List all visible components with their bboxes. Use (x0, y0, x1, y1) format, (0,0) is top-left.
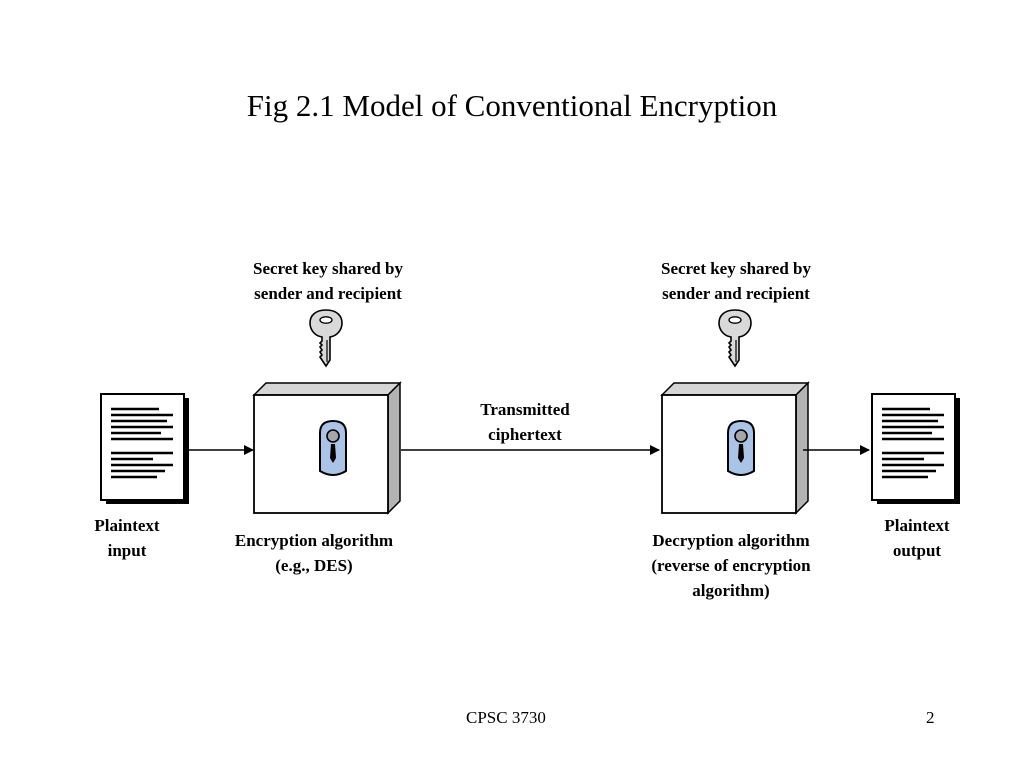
decryption-lock-icon (727, 420, 755, 476)
decryption-algorithm-label: Decryption algorithm (reverse of encrypt… (621, 528, 841, 603)
secret-key-label-decryption: Secret key shared by sender and recipien… (635, 256, 837, 306)
plaintext-input-label-line: Plaintext (94, 516, 160, 535)
plaintext-input-label: Plaintext input (72, 513, 182, 563)
footer-course: CPSC 3730 (466, 708, 546, 727)
ciphertext-label-line: Transmitted (480, 400, 570, 419)
decryption-label-line: Decryption algorithm (652, 531, 810, 550)
secret-key-label-line: Secret key shared by (252, 259, 403, 278)
encryption-algorithm-label: Encryption algorithm (e.g., DES) (204, 528, 424, 578)
plaintext-input-document-icon (99, 392, 191, 506)
secret-key-label-line: sender and recipient (662, 284, 810, 303)
decryption-label-line: (reverse of encryption (651, 556, 811, 575)
ciphertext-label-line: ciphertext (488, 425, 562, 444)
footer-page-number: 2 (926, 708, 935, 727)
encryption-label-line: Encryption algorithm (234, 531, 394, 550)
secret-key-icon-decryption (718, 309, 752, 367)
encryption-label-line: (e.g., DES) (275, 556, 353, 575)
plaintext-output-label-line: Plaintext (884, 516, 950, 535)
secret-key-label-encryption: Secret key shared by sender and recipien… (227, 256, 429, 306)
secret-key-icon-encryption (309, 309, 343, 367)
encryption-lock-icon (319, 420, 347, 476)
decryption-label-line: algorithm) (692, 581, 770, 600)
plaintext-output-document-icon (870, 392, 962, 506)
plaintext-output-label: Plaintext output (862, 513, 972, 563)
slide-title: Fig 2.1 Model of Conventional Encryption (246, 88, 778, 123)
plaintext-input-label-line: input (107, 541, 147, 560)
plaintext-output-label-line: output (892, 541, 942, 560)
secret-key-label-line: sender and recipient (254, 284, 402, 303)
transmitted-ciphertext-label: Transmitted ciphertext (455, 397, 595, 447)
secret-key-label-line: Secret key shared by (660, 259, 811, 278)
